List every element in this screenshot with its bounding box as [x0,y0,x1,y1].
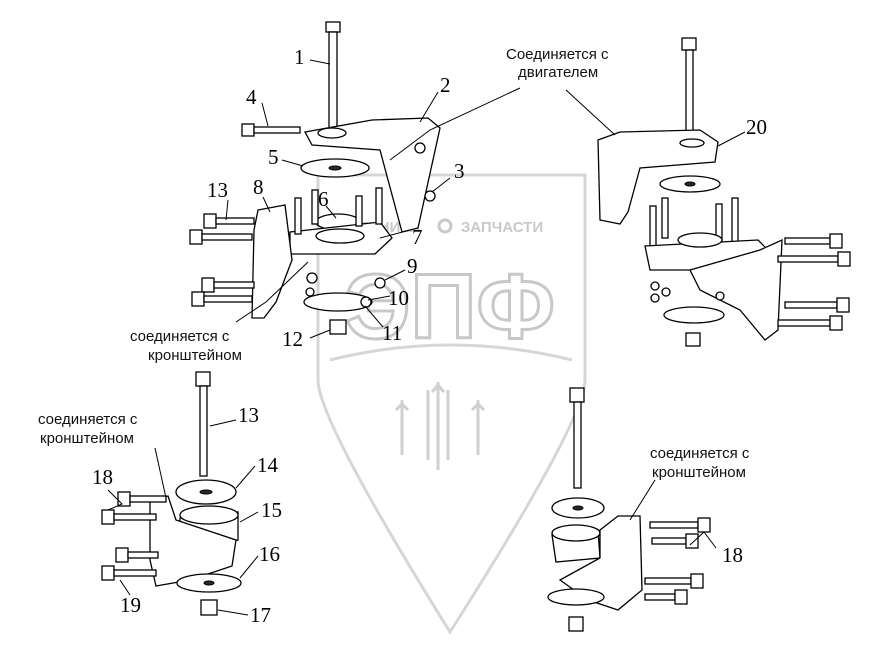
caption-engine-line1: Соединяется с [506,46,609,63]
watermark: ЭПФ ТЕХНИКА ЗАПЧАСТИ [316,173,587,635]
callout-3: 3 [454,159,465,183]
caption-bracket-a-line2: кронштейном [148,347,242,364]
callout-8: 8 [253,175,264,199]
engine-mount-plate-right [597,129,719,225]
caption-bracket-b-line1: соединяется с [38,411,138,428]
long-bolt [325,21,341,133]
watermark-logo-text: ЭПФ [345,256,555,358]
callout-1: 1 [294,45,305,69]
callout-20: 20 [746,115,767,139]
part-numbers: 1 2 3 4 5 6 7 8 9 10 11 12 13 13 14 15 1… [92,45,767,627]
captions: Соединяется с двигателем соединяется с к… [38,46,750,481]
frame-bracket [251,204,293,319]
caption-engine-line2: двигателем [518,64,598,81]
leader-lines [107,59,746,616]
callout-5: 5 [268,145,279,169]
wheat-emblem [394,382,486,470]
caption-bracket-b-line2: кронштейном [40,430,134,447]
callout-11: 11 [382,321,402,345]
callout-18b: 18 [722,543,743,567]
callout-16: 16 [259,542,280,566]
assembly-bottom-right [547,387,711,632]
caption-bracket-c-line2: кронштейном [652,464,746,481]
side-bolt [241,123,301,137]
callout-15: 15 [261,498,282,522]
assembly-top-right [597,37,851,347]
callout-19: 19 [120,593,141,617]
lower-washer [303,292,373,312]
callout-10: 10 [388,286,409,310]
assembly-top-left [189,21,441,335]
bracket-bolts-right [777,233,851,331]
caption-bracket-a-line1: соединяется с [130,328,230,345]
bracket-bolts [189,213,255,307]
lock-nut [329,319,347,335]
callout-14: 14 [257,453,279,477]
callout-17: 17 [250,603,271,627]
assembly-bottom-left [101,371,242,616]
callout-9: 9 [407,254,418,278]
callout-6: 6 [318,187,329,211]
callout-12: 12 [282,327,303,351]
gear-icon [437,218,453,234]
cushion-bracket [149,495,237,587]
bracket-bolts-br [644,517,711,605]
caption-bracket-c-line1: соединяется с [650,445,750,462]
callout-18a: 18 [92,465,113,489]
callout-7: 7 [412,225,423,249]
callout-4: 4 [246,85,257,109]
watermark-tagline-right: ЗАПЧАСТИ [461,219,543,236]
callout-13b: 13 [238,403,259,427]
engine-mount-plate [304,117,441,233]
callout-13a: 13 [207,178,228,202]
callout-2: 2 [440,73,451,97]
